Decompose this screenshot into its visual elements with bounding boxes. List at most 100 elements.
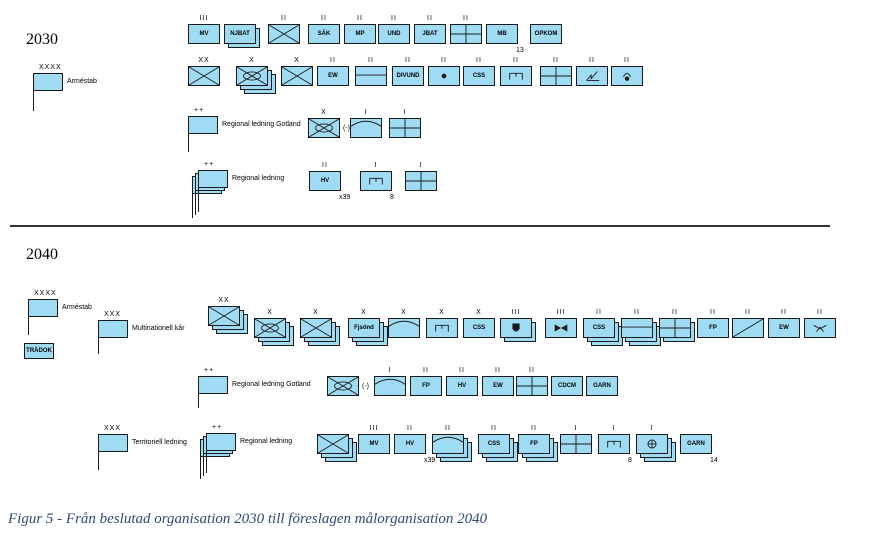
echelon-marker: ++	[194, 107, 205, 114]
unit-frame	[355, 66, 387, 86]
flag-plate	[98, 434, 128, 452]
unit-frame	[732, 318, 764, 338]
unit-frame: CSS	[463, 318, 495, 338]
echelon-marker: I	[374, 162, 378, 169]
unit-text: HV	[405, 441, 415, 447]
unit-text: GARN	[687, 441, 705, 447]
unit-symbol-medical-cross: II	[659, 309, 695, 342]
echelon-marker: I	[364, 109, 368, 116]
unit-symbol-mechanized: X	[308, 109, 340, 138]
echelon-marker: II	[423, 367, 429, 374]
echelon-marker: X	[249, 57, 255, 64]
unit-frame	[611, 66, 643, 86]
echelon-marker: II	[529, 367, 535, 374]
unit-frame	[804, 318, 836, 338]
unit-text: MP	[355, 31, 365, 37]
echelon-marker: II	[589, 57, 595, 64]
flag-pole	[198, 376, 199, 408]
echelon-marker: I	[612, 425, 616, 432]
unit-symbol-infantry-cross: XX	[208, 297, 248, 334]
echelon-marker: I	[403, 109, 407, 116]
unit-text: TRÄDOK	[26, 348, 52, 354]
unit-text: Fjsönd	[354, 325, 374, 331]
unit-text: CSS	[592, 325, 606, 331]
echelon-marker: X	[313, 309, 319, 316]
unit-frame	[432, 434, 464, 454]
unit-frame: EW	[768, 318, 800, 338]
unit-symbol-infantry-cross: XX	[188, 57, 220, 86]
unit-symbol-fjsönd: Fjsönd X	[348, 309, 388, 346]
unit-frame: GARN	[586, 376, 618, 396]
echelon-marker: I	[388, 367, 392, 374]
unit-text: GARN	[593, 383, 611, 389]
unit-frame	[300, 318, 332, 338]
unit-symbol-ew: EW II	[482, 367, 514, 396]
flag-pole	[203, 436, 204, 476]
unit-frame: CSS	[583, 318, 615, 338]
unit-frame	[405, 171, 437, 191]
unit-frame: JBAT	[414, 24, 446, 44]
unit-frame	[308, 118, 340, 138]
unit-frame	[360, 171, 392, 191]
flag-pole	[198, 170, 199, 212]
unit-text: OPKOM	[534, 31, 558, 37]
echelon-marker: II	[596, 309, 602, 316]
section-divider	[10, 225, 830, 227]
unit-frame	[374, 376, 406, 396]
unit-frame	[636, 434, 668, 454]
unit-frame: Fjsönd	[348, 318, 380, 338]
echelon-marker: II	[495, 367, 501, 374]
unit-text: HV	[320, 178, 330, 184]
unit-text: EW	[493, 383, 503, 389]
unit-symbol-armour-line: II	[621, 309, 661, 346]
unit-text: CSS	[487, 441, 501, 447]
unit-symbol-bowtie: III	[545, 309, 577, 338]
flag-pole	[28, 299, 29, 335]
unit-frame	[254, 318, 286, 338]
echelon-marker: X	[361, 309, 367, 316]
gotland-2040-label: Regional ledning Gotland	[232, 381, 311, 388]
echelon-marker: II	[531, 425, 537, 432]
unit-symbol-circle-plus: I	[636, 425, 676, 462]
unit-frame	[560, 434, 592, 454]
figure-caption: Figur 5 - Från beslutad organisation 203…	[8, 511, 488, 527]
echelon-marker: II	[441, 57, 447, 64]
unit-symbol-engineer: I	[360, 162, 392, 191]
echelon-marker: II	[513, 57, 519, 64]
unit-text: FP	[422, 383, 430, 389]
unit-symbol-garn: GARN	[586, 376, 618, 396]
armestab-2040-label: Arméstab	[62, 304, 92, 311]
unit-frame	[327, 376, 359, 396]
unit-frame: HV	[309, 171, 341, 191]
flag-plate	[198, 376, 228, 394]
unit-symbol-signal-hat: II	[804, 309, 836, 338]
unit-frame: HV	[394, 434, 426, 454]
flag-pole	[33, 73, 34, 111]
unit-text: UND	[387, 31, 401, 37]
echelon-marker: II	[672, 309, 678, 316]
unit-frame: EW	[317, 66, 349, 86]
flag-plate	[198, 170, 228, 188]
unit-frame: DIVUND	[392, 66, 424, 86]
unit-symbol-infantry-cross: II	[268, 15, 300, 44]
unit-text: MB	[497, 31, 507, 37]
unit-frame: EW	[482, 376, 514, 396]
unit-symbol-infantry-cross: X	[281, 57, 313, 86]
echelon-marker: II	[281, 15, 287, 22]
unit-frame: MV	[188, 24, 220, 44]
partial-unit-suffix: (-)	[343, 125, 350, 132]
unit-frame	[281, 66, 313, 86]
unit-symbol-infantry-cross: X	[300, 309, 340, 346]
unit-count: 14	[710, 457, 718, 464]
year-2040-heading: 2040	[26, 246, 58, 263]
echelon-marker: II	[330, 57, 336, 64]
unit-frame	[236, 66, 268, 86]
unit-symbol-medical-cross: I	[560, 425, 592, 454]
unit-frame: CDCM	[551, 376, 583, 396]
echelon-marker: X	[294, 57, 300, 64]
unit-frame	[188, 66, 220, 86]
unit-text: SÄK	[317, 31, 331, 37]
